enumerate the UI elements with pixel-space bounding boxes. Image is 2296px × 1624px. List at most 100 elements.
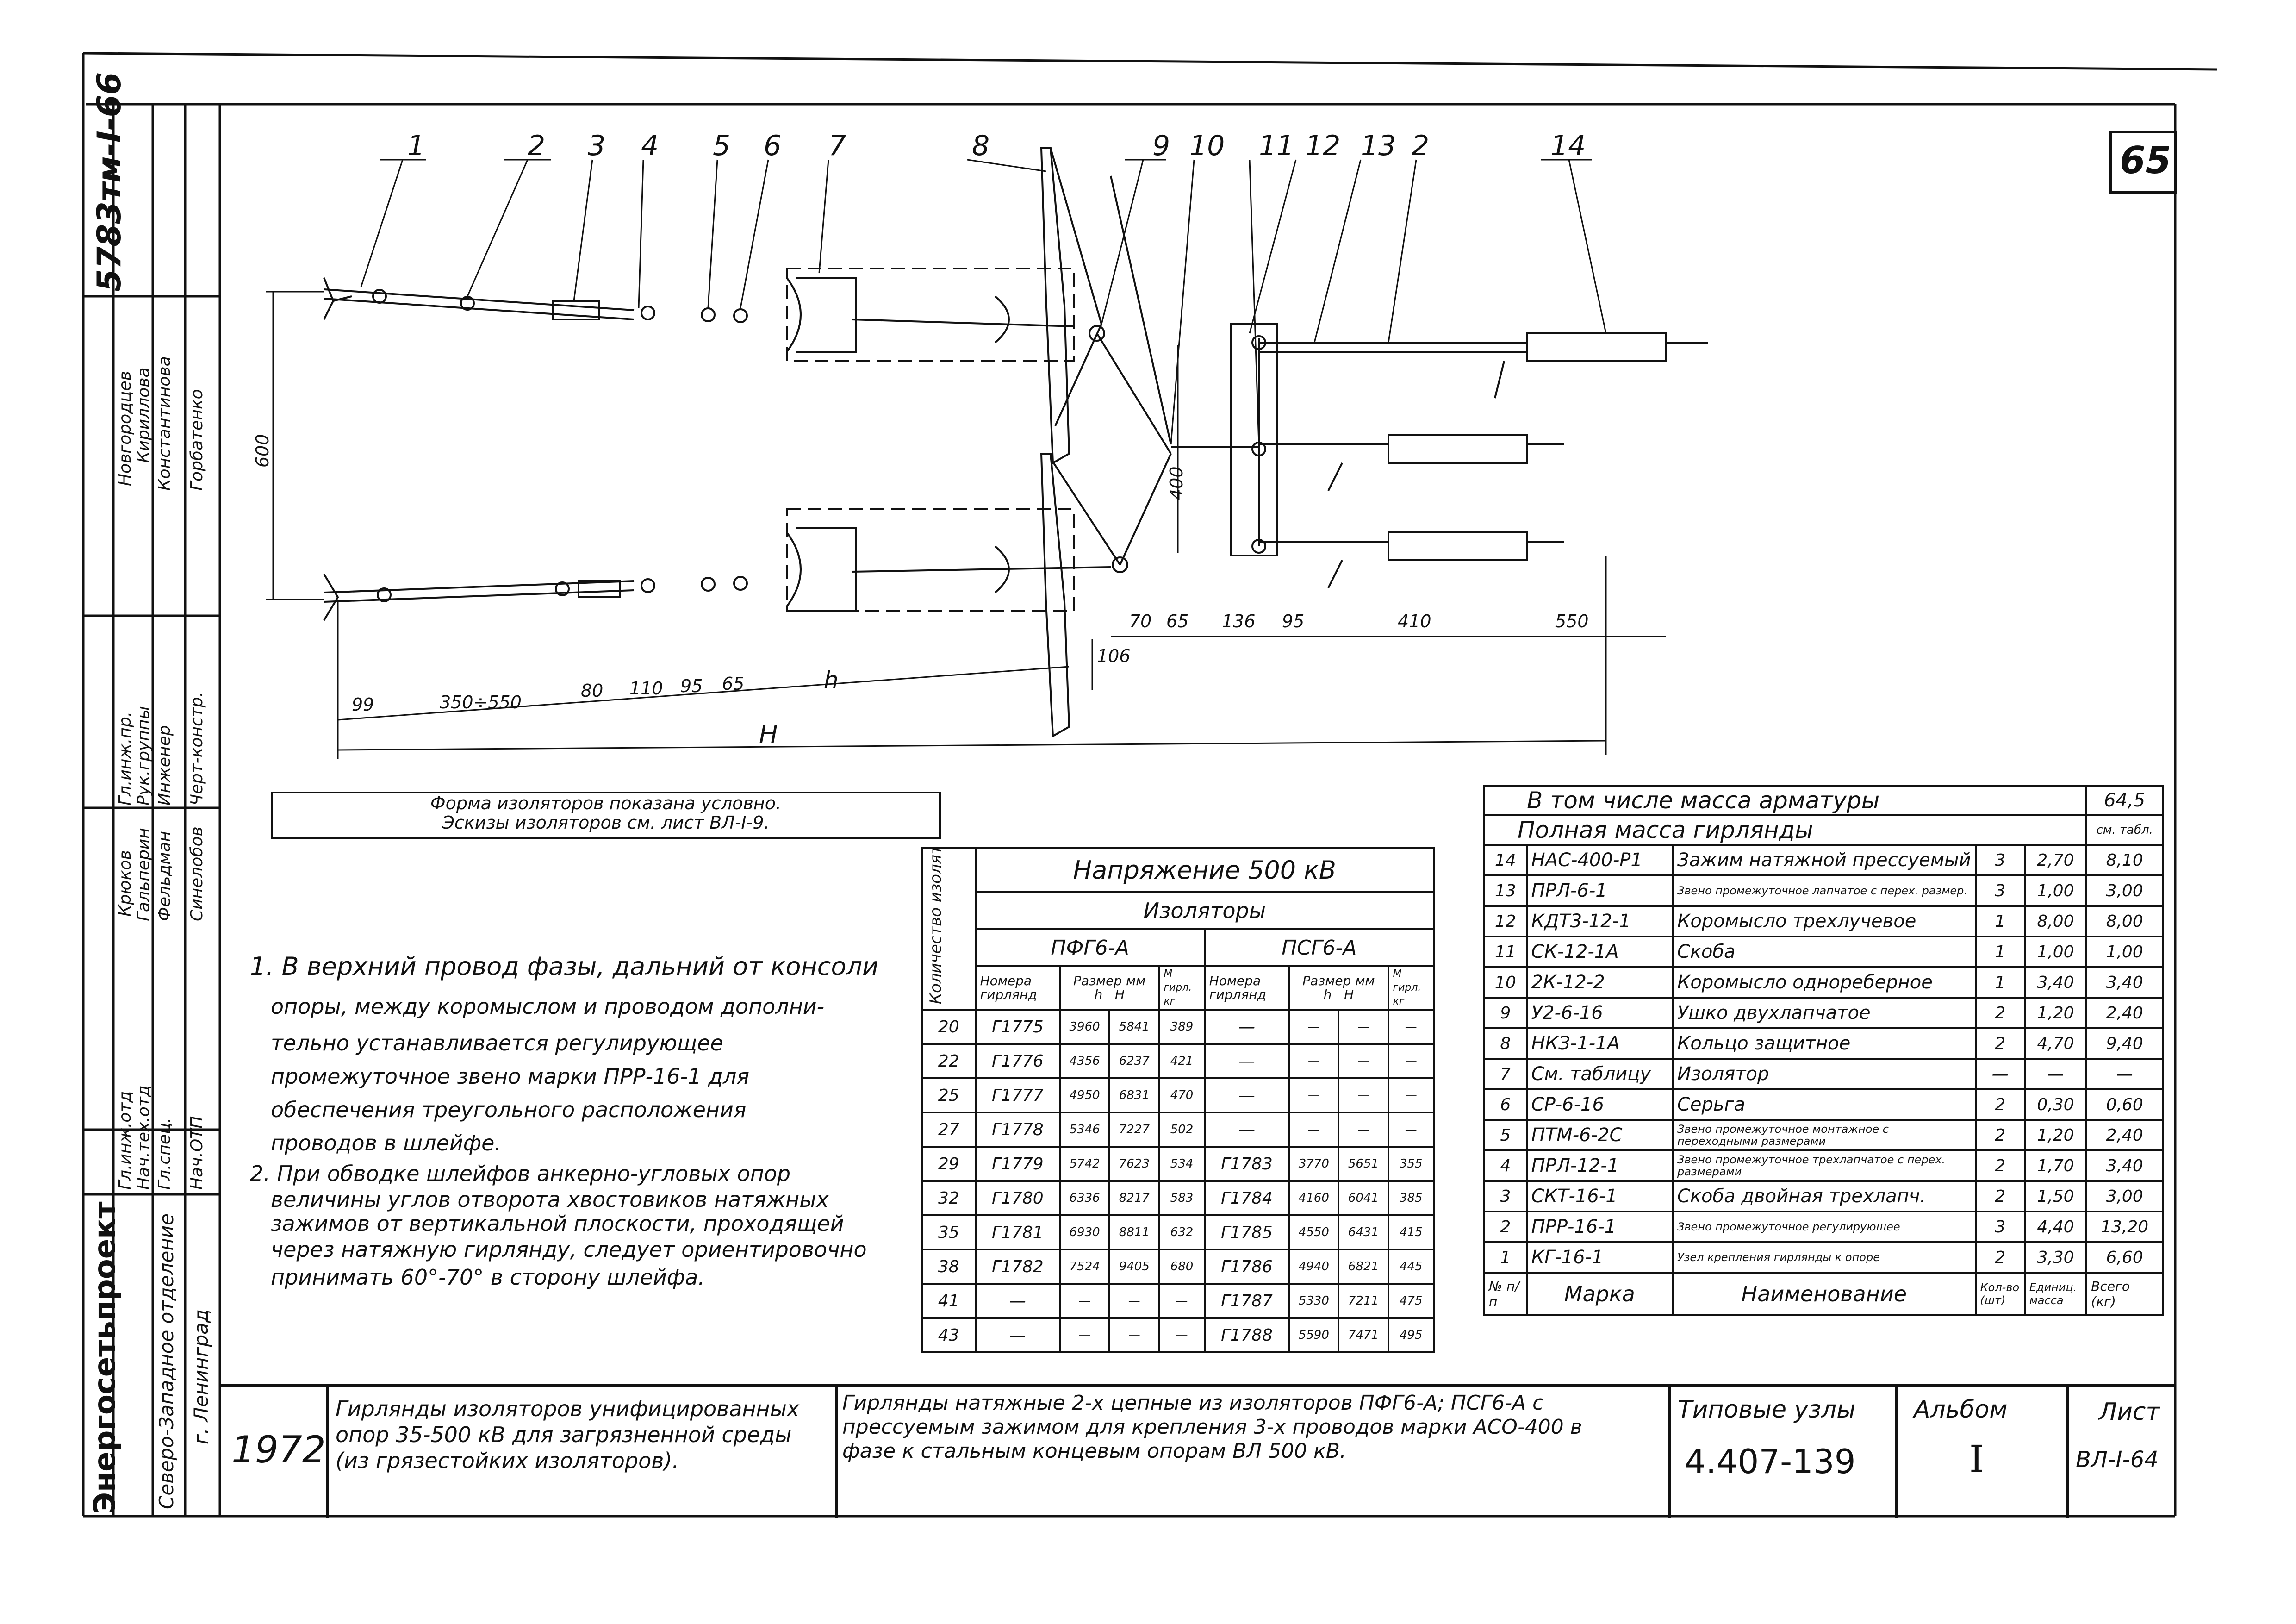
callout-6: 6 xyxy=(764,130,782,162)
insulator-cell: 6930 xyxy=(1059,1214,1111,1250)
insulator-cell: — xyxy=(1338,1077,1389,1113)
parts-cell: СР-6-16 xyxy=(1525,1088,1674,1121)
insulator-cell: Г1779 xyxy=(974,1146,1061,1182)
insulator-cell: Г1787 xyxy=(1203,1283,1290,1319)
dim-350-550: 350÷550 xyxy=(440,692,522,712)
insulator-cell: — xyxy=(1203,1009,1290,1045)
parts-cell: Звено промежуточное регулирующее xyxy=(1671,1211,1977,1243)
parts-cell: 4,70 xyxy=(2023,1027,2088,1060)
parts-cell: 3,00 xyxy=(2085,874,2164,907)
parts-cell: — xyxy=(2023,1058,2088,1090)
parts-cell: 8 xyxy=(1483,1027,1528,1060)
parts-cell: 5 xyxy=(1483,1119,1528,1151)
parts-cell: 13,20 xyxy=(2085,1211,2164,1243)
parts-cell: 2 xyxy=(1974,997,2026,1029)
insulator-cell: — xyxy=(1338,1009,1389,1045)
insulator-cell: Г1775 xyxy=(974,1009,1061,1045)
parts-col-unit: Единиц. масса xyxy=(2023,1272,2088,1316)
insulator-cell: 4950 xyxy=(1059,1077,1111,1113)
dim-410: 410 xyxy=(1398,611,1431,631)
insulator-cell: — xyxy=(1288,1077,1340,1113)
count-header: Количество изоляторов xyxy=(927,848,945,1004)
org-city: г. Ленинград xyxy=(190,1309,212,1444)
series-title: Гирлянды изоляторов унифицированных опор… xyxy=(336,1396,800,1473)
callout-12: 12 xyxy=(1305,130,1341,162)
insulator-cell: 445 xyxy=(1387,1249,1435,1285)
col-size-b-label: Размер мм xyxy=(1302,973,1375,988)
insulator-cell: Г1781 xyxy=(974,1214,1061,1250)
parts-cell: Изолятор xyxy=(1671,1058,1977,1090)
insulator-cell: 502 xyxy=(1158,1112,1206,1148)
parts-cell: СКТ-16-1 xyxy=(1525,1180,1674,1212)
callout-2: 2 xyxy=(528,130,546,162)
insulators-header: Изоляторы xyxy=(974,891,1435,930)
dim-95r: 95 xyxy=(1282,611,1305,631)
insulator-cell: 7623 xyxy=(1108,1146,1160,1182)
parts-cell: 1,20 xyxy=(2023,997,2088,1029)
sign-lower-role-3: Гл.спец. xyxy=(155,1118,174,1190)
parts-cell: 2 xyxy=(1974,1241,2026,1274)
insulator-cell: — xyxy=(1203,1077,1290,1113)
parts-cell: 3,00 xyxy=(2085,1180,2164,1212)
parts-cell: СК-12-1А xyxy=(1525,936,1674,968)
parts-cell: Серьга xyxy=(1671,1088,1977,1121)
parts-cell: 1 xyxy=(1974,966,2026,999)
insulator-cell: — xyxy=(1203,1043,1290,1079)
dim-80: 80 xyxy=(581,681,604,701)
note-line-5: обеспечения треугольного расположения xyxy=(271,1097,747,1122)
insulator-cell: Г1784 xyxy=(1203,1180,1290,1216)
dim-110: 110 xyxy=(629,678,663,699)
insulator-cell: — xyxy=(1158,1317,1206,1353)
parts-cell: 9 xyxy=(1483,997,1528,1029)
dim-136: 136 xyxy=(1222,611,1256,631)
sign-lower-name-4: Синелобов xyxy=(187,826,206,921)
parts-cell: 1 xyxy=(1974,936,2026,968)
type-b-header: ПСГ6-А xyxy=(1203,928,1435,967)
type-value: 4.407-139 xyxy=(1685,1442,1856,1481)
sign-upper-role-3: Инженер xyxy=(155,725,174,806)
col-number-b: Номера гирлянд xyxy=(1203,965,1290,1011)
insulator-cell: Г1782 xyxy=(974,1249,1061,1285)
insulator-cell: 6831 xyxy=(1108,1077,1160,1113)
parts-cell: НАС-400-Р1 xyxy=(1525,844,1674,876)
armature-mass-label: В том числе масса арматуры xyxy=(1483,785,2088,816)
insulator-cell: 32 xyxy=(921,1180,977,1216)
callout-9: 9 xyxy=(1152,130,1170,162)
parts-cell: 1 xyxy=(1483,1241,1528,1274)
insulator-cell: 6821 xyxy=(1338,1249,1389,1285)
parts-cell: 4 xyxy=(1483,1149,1528,1182)
dim-65r: 65 xyxy=(1166,611,1189,631)
insulator-cell: 4160 xyxy=(1288,1180,1340,1216)
sign-upper-name-4: Горбатенко xyxy=(187,389,206,491)
full-mass-value: см. табл. xyxy=(2085,814,2164,846)
dim-65l: 65 xyxy=(722,674,745,694)
parts-cell: 14 xyxy=(1483,844,1528,876)
note-line-11: принимать 60°-70° в сторону шлейфа. xyxy=(271,1265,705,1290)
insulator-cell: — xyxy=(1387,1043,1435,1079)
insulator-cell: 7227 xyxy=(1108,1112,1160,1148)
parts-cell: 3,40 xyxy=(2085,966,2164,999)
insulator-cell: 41 xyxy=(921,1283,977,1319)
insulator-cell: — xyxy=(1338,1043,1389,1079)
org-branch: Северо-Западное отделение xyxy=(155,1213,178,1509)
insulator-cell: — xyxy=(1059,1283,1111,1319)
parts-cell: 9,40 xyxy=(2085,1027,2164,1060)
callout-8: 8 xyxy=(972,130,990,162)
parts-table: В том числе масса арматуры 64,5 Полная м… xyxy=(1483,785,2164,1316)
insulator-cell: — xyxy=(1059,1317,1111,1353)
insulator-cell: 475 xyxy=(1387,1283,1435,1319)
insulator-cell: 415 xyxy=(1387,1214,1435,1250)
parts-col-name: Наименование xyxy=(1671,1272,1977,1316)
insulator-cell: 7524 xyxy=(1059,1249,1111,1285)
